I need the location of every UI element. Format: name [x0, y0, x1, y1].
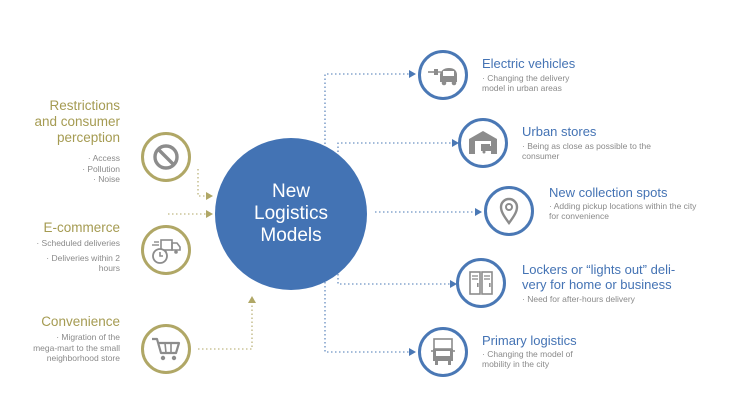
arrowhead-primary [409, 348, 416, 356]
driver-convenience-title: Convenience [0, 314, 120, 330]
model-primary-title: Primary logistics [482, 333, 577, 348]
model-note-line: Changing the model of [487, 349, 573, 359]
model-title-line: very for home or business [522, 277, 672, 292]
model-title-line: Lockers or “lights out” deli- [522, 262, 676, 277]
model-note-line: for convenience [549, 211, 610, 221]
truck-icon-circle [418, 327, 468, 377]
hub-title-line: New [271, 181, 310, 202]
driver-note: Pollution [30, 164, 120, 175]
model-lockers-note: Need for after-hours delivery [522, 294, 635, 304]
hub-title-line: Models [260, 225, 322, 246]
urban-store-icon-circle [458, 118, 508, 168]
urban-store-icon [469, 131, 497, 154]
driver-note: Access [30, 153, 120, 164]
model-note-line: Adding pickup locations within the city [553, 201, 697, 211]
model-note-line: model in urban areas [482, 83, 562, 93]
model-note-line: Changing the delivery [487, 73, 570, 83]
shopping-cart-icon [152, 337, 181, 361]
driver-note: Deliveries within 2 hours [30, 253, 121, 274]
model-note-line: Being as close as possible to the [527, 141, 652, 151]
driver-convenience-notes: Migration of the mega-mart to the small … [30, 332, 120, 364]
hub-title-line: Logistics [254, 203, 328, 224]
model-title-line: New collection spots [549, 185, 668, 200]
connector-stores [337, 142, 452, 164]
driver-restrictions-notes: Access Pollution Noise [30, 153, 120, 185]
model-title-line: Urban stores [522, 124, 597, 139]
model-electric-title: Electric vehicles [482, 56, 575, 71]
scheduled-delivery-icon-circle [141, 225, 191, 275]
arrowhead-collection [475, 208, 482, 216]
scheduled-delivery-icon [152, 239, 181, 264]
model-note-line: Need for after-hours delivery [527, 294, 635, 304]
driver-ecommerce-title: E-commerce [0, 220, 120, 236]
arrowhead-ecommerce [206, 210, 213, 218]
arrowhead-stores [452, 139, 459, 147]
prohibited-icon [153, 144, 179, 170]
connector-electric [324, 73, 409, 160]
driver-ecommerce-notes: Scheduled deliveries Deliveries within 2… [30, 238, 120, 274]
lockers-icon-circle [456, 258, 506, 308]
model-lockers-title: Lockers or “lights out” deli- very for h… [522, 262, 675, 292]
connector-convenience [198, 303, 253, 350]
model-note-line: consumer [522, 151, 560, 161]
connector-lockers [337, 262, 450, 285]
driver-note: Scheduled deliveries [30, 238, 120, 249]
location-pin-icon-circle [484, 186, 534, 236]
driver-restrictions-title-line: Restrictions [49, 98, 120, 113]
connector-restrictions [197, 169, 206, 197]
model-electric-note: Changing the delivery model in urban are… [482, 73, 569, 93]
connector-primary [324, 266, 409, 353]
model-stores-title: Urban stores [522, 124, 596, 139]
model-collection-note: Adding pickup locations within the city … [549, 201, 696, 221]
arrowhead-convenience [248, 296, 256, 303]
model-stores-note: Being as close as possible to the consum… [522, 141, 651, 161]
lockers-icon [469, 271, 493, 295]
shopping-cart-icon-circle [141, 324, 191, 374]
model-collection-title: New collection spots [549, 185, 668, 200]
location-pin-icon [499, 197, 519, 226]
driver-restrictions-title-line: perception [56, 130, 120, 145]
driver-restrictions-title: Restrictions and consumer perception [0, 98, 120, 146]
driver-convenience-title-line: Convenience [41, 314, 120, 329]
arrowhead-lockers [450, 280, 457, 288]
truck-icon [431, 338, 455, 365]
prohibited-icon-circle [141, 132, 191, 182]
hub-circle: New Logistics Models [215, 138, 367, 290]
arrowhead-electric [409, 70, 416, 78]
model-title-line: Primary logistics [482, 333, 577, 348]
electric-vehicle-icon [428, 68, 457, 86]
driver-ecommerce-title-line: E-commerce [43, 220, 120, 235]
model-title-line: Electric vehicles [482, 56, 576, 71]
driver-note: Migration of the mega-mart to the small … [30, 332, 120, 364]
arrowhead-restrictions [206, 192, 213, 200]
driver-note: Noise [30, 174, 120, 185]
driver-restrictions-title-line: and consumer [34, 114, 120, 129]
model-note-line: mobility in the city [482, 359, 550, 369]
model-primary-note: Changing the model of mobility in the ci… [482, 349, 573, 369]
electric-vehicle-icon-circle [418, 50, 468, 100]
